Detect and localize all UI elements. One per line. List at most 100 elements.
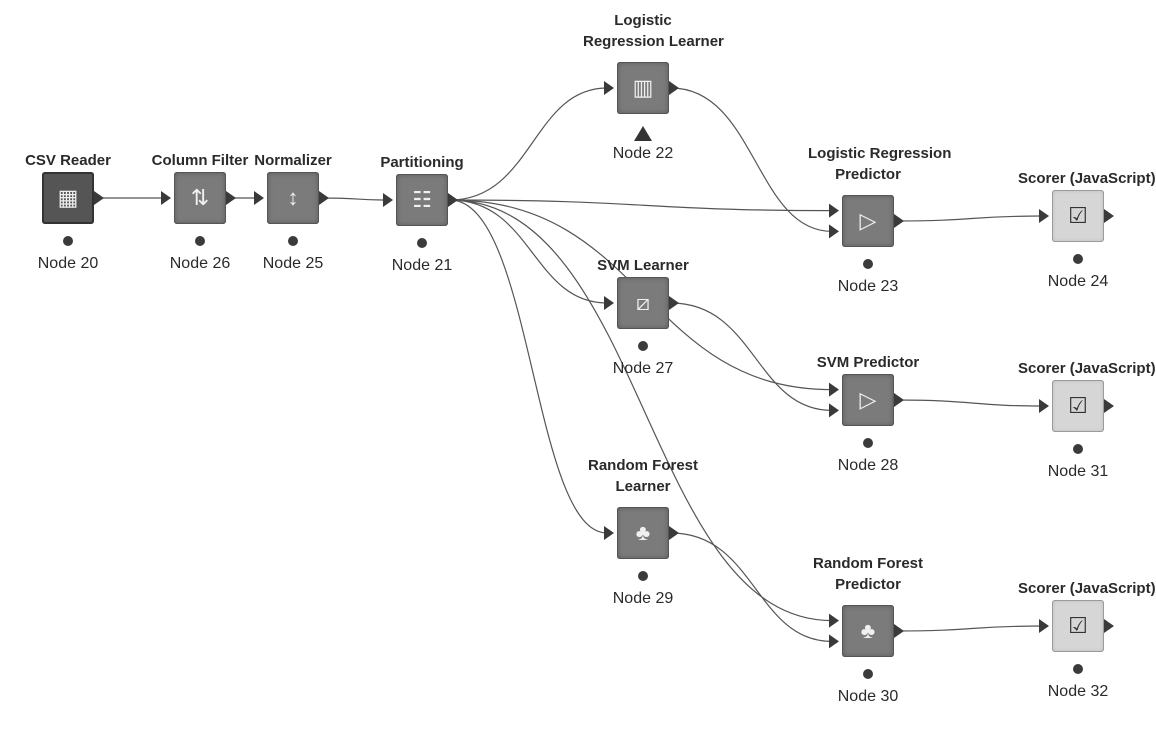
node-box[interactable]: ☷	[396, 174, 448, 226]
arrowhead	[383, 193, 393, 207]
output-port[interactable]	[94, 191, 104, 205]
filter-icon: ⇅	[190, 185, 210, 210]
node-title: Partitioning	[362, 152, 482, 173]
node-label: Node 24	[1047, 273, 1109, 290]
node-n32[interactable]: Scorer (JavaScript) ☑ Node 32	[1018, 578, 1156, 738]
connection-n21-n23[interactable]	[449, 199, 833, 212]
node-n31[interactable]: Scorer (JavaScript)☑Node 31	[1018, 358, 1156, 518]
connection-n21-n27[interactable]	[449, 199, 608, 304]
status-dot	[863, 259, 873, 269]
connection-n22-n23[interactable]	[670, 87, 833, 232]
node-n28[interactable]: SVM Predictor▷Node 28	[808, 352, 928, 512]
status-dot	[1073, 664, 1083, 674]
arrowhead	[1039, 619, 1049, 633]
status-dot	[1073, 444, 1083, 454]
arrowhead	[604, 296, 614, 310]
node-title-line: Scorer (JavaScript)	[1018, 580, 1156, 597]
node-box[interactable]: ☑	[1052, 600, 1104, 652]
scorer-icon: ☑	[1068, 613, 1088, 638]
connection-n28-n31[interactable]	[895, 399, 1043, 407]
node-label: Node 30	[837, 688, 899, 705]
node-box[interactable]: ▥	[617, 62, 669, 114]
node-box[interactable]: ♣	[617, 507, 669, 559]
node-label: Node 29	[612, 590, 674, 607]
output-port[interactable]	[669, 296, 679, 310]
node-title: Normalizer	[233, 150, 353, 171]
node-label: Node 20	[37, 255, 99, 272]
connection-n23-n24[interactable]	[895, 215, 1043, 222]
partition-icon: ☷	[412, 187, 432, 212]
node-n20[interactable]: CSV Reader▦Node 20	[8, 150, 128, 310]
node-n25[interactable]: Normalizer↕ Node 25	[233, 150, 353, 310]
node-n24[interactable]: Scorer (JavaScript) ☑ Node 24	[1018, 168, 1156, 328]
node-box[interactable]: ☑	[1052, 380, 1104, 432]
arrowhead	[254, 191, 264, 205]
connection-n21-n29[interactable]	[449, 199, 608, 534]
output-port[interactable]	[894, 214, 904, 228]
connection-n25-n21[interactable]	[320, 197, 387, 201]
node-box[interactable]: ☑	[1052, 190, 1104, 242]
output-port[interactable]	[226, 191, 236, 205]
node-box[interactable]: ▷	[842, 374, 894, 426]
node-box[interactable]: ⇅	[174, 172, 226, 224]
output-port[interactable]	[1104, 209, 1114, 223]
node-label: Node 25	[262, 255, 324, 272]
status-dot	[1073, 254, 1083, 264]
arrowhead	[829, 224, 839, 239]
node-box[interactable]: ▦	[42, 172, 94, 224]
node-box[interactable]: ⧄	[617, 277, 669, 329]
output-port[interactable]	[1104, 619, 1114, 633]
node-box[interactable]: ♣	[842, 605, 894, 657]
connections-layer	[94, 81, 1114, 649]
warning-icon	[634, 126, 652, 141]
node-title-line: Scorer (JavaScript)	[1018, 170, 1156, 187]
node-title-line: Predictor	[835, 576, 901, 593]
svm-icon: ⧄	[636, 290, 650, 315]
predictor-icon: ▷	[859, 387, 877, 412]
node-title: Scorer (JavaScript)	[1018, 578, 1156, 599]
status-dot	[638, 341, 648, 351]
status-dot	[638, 571, 648, 581]
output-port[interactable]	[319, 191, 329, 205]
node-title-line: Regression Learner	[583, 33, 724, 50]
connection-n21-n22[interactable]	[449, 87, 608, 201]
node-n26[interactable]: Column Filter⇅Node 26	[140, 150, 260, 310]
output-port[interactable]	[448, 193, 458, 207]
tree-icon: ♣	[860, 618, 876, 643]
node-n21[interactable]: Partitioning ☷ Node 21	[362, 152, 482, 312]
status-dot	[288, 236, 298, 246]
connection-n30-n32[interactable]	[895, 625, 1043, 632]
node-box[interactable]: ▷	[842, 195, 894, 247]
output-port[interactable]	[1104, 399, 1114, 413]
node-label: Node 23	[837, 278, 899, 295]
node-title-line: Random Forest	[587, 457, 698, 474]
node-label: Node 31	[1047, 463, 1109, 480]
node-label: Node 32	[1047, 683, 1109, 700]
connection-n29-n30[interactable]	[670, 532, 833, 642]
node-n27[interactable]: SVM Learner⧄Node 27	[583, 255, 703, 415]
connection-n27-n28[interactable]	[670, 302, 833, 411]
arrowhead	[604, 526, 614, 540]
output-port[interactable]	[669, 81, 679, 95]
node-title-line: SVM Learner	[597, 257, 689, 274]
output-port[interactable]	[669, 526, 679, 540]
output-port[interactable]	[894, 624, 904, 638]
node-box[interactable]: ↕	[267, 172, 319, 224]
node-title: SVM Predictor	[808, 352, 928, 373]
node-label: Node 22	[612, 145, 674, 162]
node-label: Node 21	[391, 257, 453, 274]
arrowhead	[829, 203, 839, 218]
tree-icon: ♣	[635, 520, 651, 545]
arrowhead	[604, 81, 614, 95]
node-title-line: SVM Predictor	[816, 354, 920, 371]
node-title-line: Partitioning	[380, 154, 464, 171]
arrowhead	[1039, 209, 1049, 223]
output-port[interactable]	[894, 393, 904, 407]
